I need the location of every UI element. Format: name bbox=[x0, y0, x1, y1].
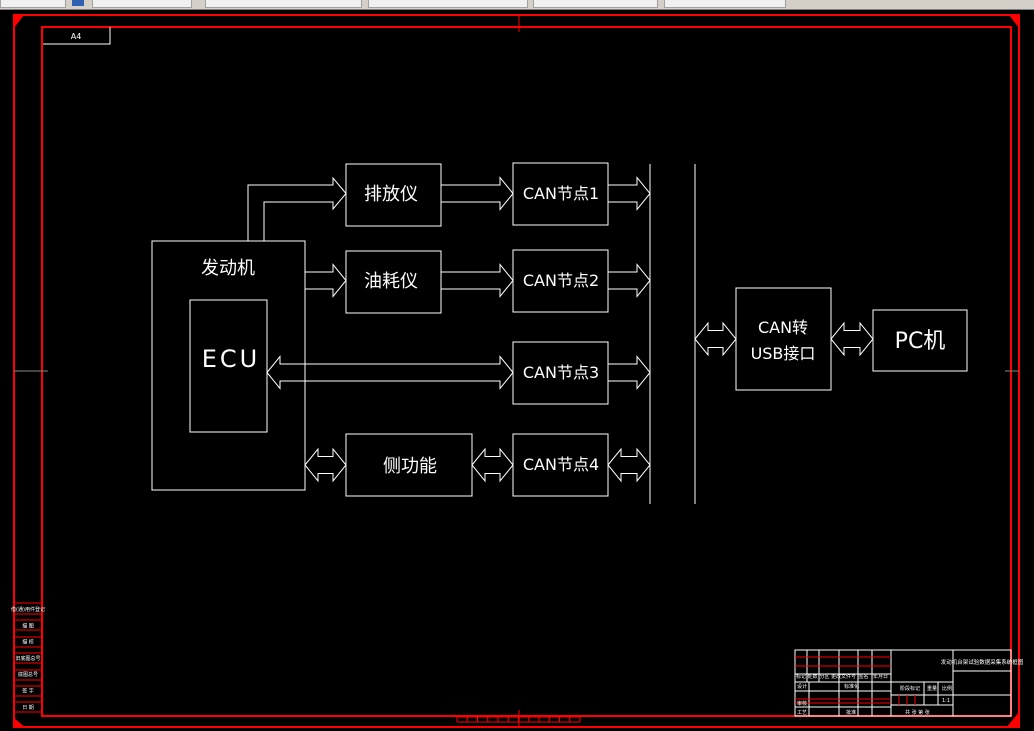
can4-bus-arrow bbox=[607, 447, 651, 483]
fuel-label: 油耗仪 bbox=[364, 271, 418, 292]
title-block: 标记 处数 分区 更改文件号 签名 年月日 设计 标准化 审核 工艺 批准 阶段… bbox=[794, 649, 1024, 717]
header-zone: 分区 bbox=[820, 673, 830, 680]
ecu-label: ECU bbox=[202, 345, 261, 373]
process-label: 工艺 bbox=[797, 710, 807, 716]
corner-mark bbox=[1006, 712, 1019, 728]
left-strip-label: 旧底图总号 bbox=[15, 655, 40, 662]
can-node-2-label: CAN节点2 bbox=[523, 271, 599, 290]
can2-to-bus-arrow bbox=[608, 263, 651, 298]
header-date: 年月日 bbox=[873, 673, 888, 680]
review-label: 审核 bbox=[797, 700, 807, 707]
drawing-title: 发动机台架试验数据采集系统框图 bbox=[941, 658, 1024, 666]
bus-can-usb-arrow bbox=[694, 321, 737, 357]
stage-mark-label: 阶段标记 bbox=[900, 685, 920, 692]
side-function-can4-arrow bbox=[471, 447, 514, 483]
ecu-box bbox=[189, 299, 268, 433]
can-node-1-label: CAN节点1 bbox=[523, 184, 599, 203]
emission-label: 排放仪 bbox=[364, 184, 418, 205]
ecu-can3-arrow bbox=[266, 355, 514, 390]
left-strip-label: 借(通)用件登记 bbox=[11, 606, 45, 613]
drawing-canvas[interactable]: A4 发动机 ECU 排放仪 油耗仪 侧功能 CAN节点1 CAN节点2 CAN… bbox=[0, 10, 1034, 731]
drawing-frame bbox=[13, 14, 1020, 728]
toolbar-field[interactable] bbox=[0, 0, 66, 8]
block-diagram bbox=[151, 162, 968, 504]
pc-box bbox=[872, 309, 968, 372]
left-strip-label: 底图总号 bbox=[18, 671, 38, 678]
fuel-meter-box bbox=[345, 250, 442, 314]
left-strip-label: 描 图 bbox=[22, 622, 34, 629]
engine-label: 发动机 bbox=[201, 258, 255, 279]
can-node-4-label: CAN节点4 bbox=[523, 455, 599, 474]
scale-value: 1:1 bbox=[942, 698, 950, 704]
engine-side-function-arrow bbox=[304, 447, 347, 483]
header-count: 处数 bbox=[808, 673, 818, 680]
can-usb-label-1: CAN转 bbox=[758, 318, 808, 337]
emission-analyzer-box bbox=[345, 163, 442, 227]
design-label: 设计 bbox=[797, 683, 807, 690]
header-signature: 签名 bbox=[859, 673, 869, 680]
sheet-count: 共 张 第 张 bbox=[905, 709, 930, 716]
can-usb-label-2: USB接口 bbox=[751, 344, 816, 363]
engine-to-emission-arrow bbox=[247, 176, 347, 241]
toolbar-field[interactable] bbox=[533, 0, 658, 8]
weight-label: 重量 bbox=[927, 685, 937, 692]
standardize-label: 标准化 bbox=[844, 683, 859, 690]
toolbar-field[interactable] bbox=[205, 0, 362, 8]
approve-label: 批准 bbox=[846, 709, 856, 716]
bottom-ruler bbox=[456, 716, 581, 723]
left-strip-label: 签 字 bbox=[22, 688, 34, 695]
header-change-doc: 更改文件号 bbox=[831, 673, 856, 680]
can-node-3-label: CAN节点3 bbox=[523, 363, 599, 382]
left-strip-label: 日 期 bbox=[22, 705, 34, 711]
size-label: A4 bbox=[71, 32, 82, 41]
layer-icon[interactable] bbox=[72, 0, 84, 6]
toolbar-field[interactable] bbox=[368, 0, 528, 8]
header-mark: 标记 bbox=[796, 673, 806, 680]
fuel-to-can2-arrow bbox=[441, 263, 514, 298]
emission-to-can1-arrow bbox=[441, 176, 514, 211]
outer-border bbox=[13, 14, 1020, 728]
pc-label: PC机 bbox=[895, 329, 946, 354]
scale-label: 比例 bbox=[942, 685, 952, 692]
side-function-label: 侧功能 bbox=[383, 456, 437, 477]
corner-mark bbox=[1009, 15, 1019, 28]
engine-box bbox=[151, 240, 306, 491]
can1-to-bus-arrow bbox=[608, 176, 651, 211]
corner-mark bbox=[14, 718, 26, 728]
engine-to-fuel-arrow bbox=[305, 263, 347, 298]
can-usb-pc-arrow bbox=[830, 321, 874, 357]
toolbar-field[interactable] bbox=[92, 0, 192, 8]
toolbar bbox=[0, 0, 1034, 10]
size-label-box: A4 bbox=[43, 27, 111, 45]
can-usb-box bbox=[735, 287, 832, 391]
can3-to-bus-arrow bbox=[608, 355, 651, 390]
corner-mark bbox=[14, 15, 24, 28]
left-strip-label: 描 校 bbox=[22, 639, 34, 646]
toolbar-field[interactable] bbox=[664, 0, 786, 8]
